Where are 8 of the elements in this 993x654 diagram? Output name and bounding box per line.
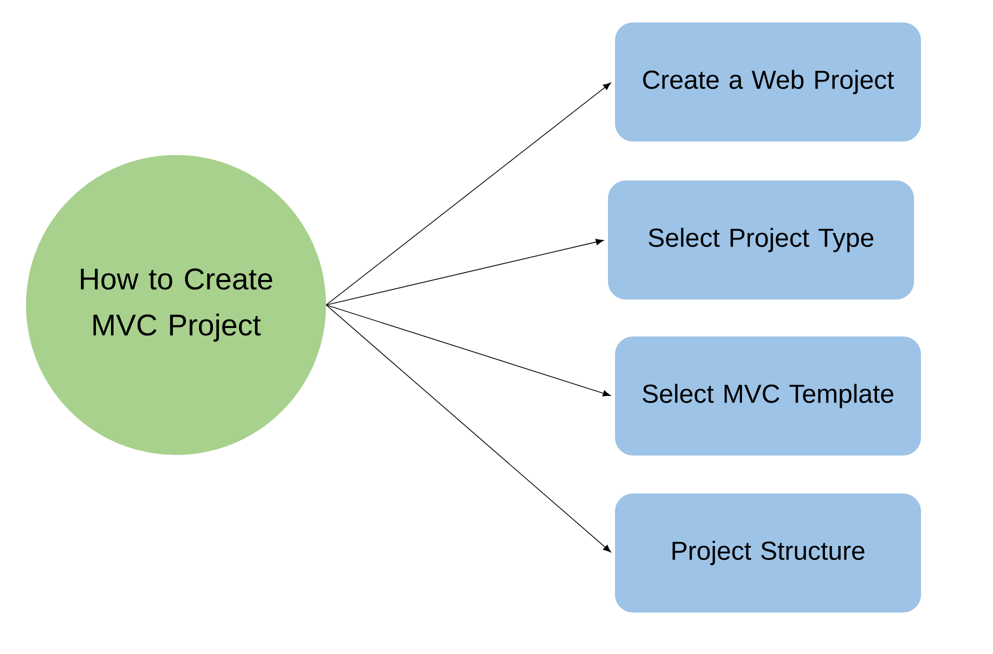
step-box: Select Project Type <box>608 180 914 300</box>
arrow <box>326 304 611 552</box>
arrow <box>326 82 611 306</box>
step-box: Project Structure <box>615 493 921 612</box>
step-box: Create a Web Project <box>615 22 921 142</box>
arrow <box>326 304 611 396</box>
step-box: Select MVC Template <box>615 336 921 456</box>
arrow <box>326 238 604 306</box>
